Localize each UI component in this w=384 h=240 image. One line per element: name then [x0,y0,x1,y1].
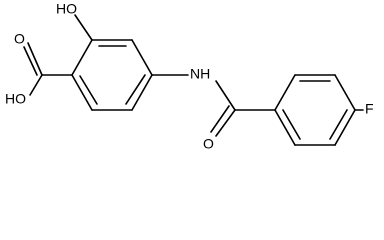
bond [71,39,93,76]
aromatic-inner-bond [125,74,146,105]
bond [334,74,356,111]
bond [274,74,296,111]
amide-nitrogen-label: NH [190,66,210,82]
bond [74,14,93,41]
acid-hydroxyl-label: HO [5,91,26,107]
double-bond-offset [210,105,230,133]
bond [334,109,356,146]
aromatic-inner-bond [282,109,301,140]
bond [27,42,43,76]
hydroxyl-label: HO [56,1,77,17]
chemical-structure-diagram: HO O HO NH O F [5,1,374,152]
fluorine-label: F [365,101,374,117]
bond [29,74,43,96]
bond [215,80,236,111]
bond [215,109,236,137]
bond [131,39,153,76]
bond [131,74,153,111]
bond [274,109,296,146]
bond [71,74,93,111]
bond-layer [23,14,364,146]
aromatic-inner-bond [329,109,348,140]
double-bond-offset [23,46,38,76]
acid-carbonyl-oxygen-label: O [14,31,25,47]
amide-carbonyl-oxygen-label: O [203,136,214,152]
atom-label-layer: HO O HO NH O F [5,1,374,152]
aromatic-inner-bond [79,75,98,105]
